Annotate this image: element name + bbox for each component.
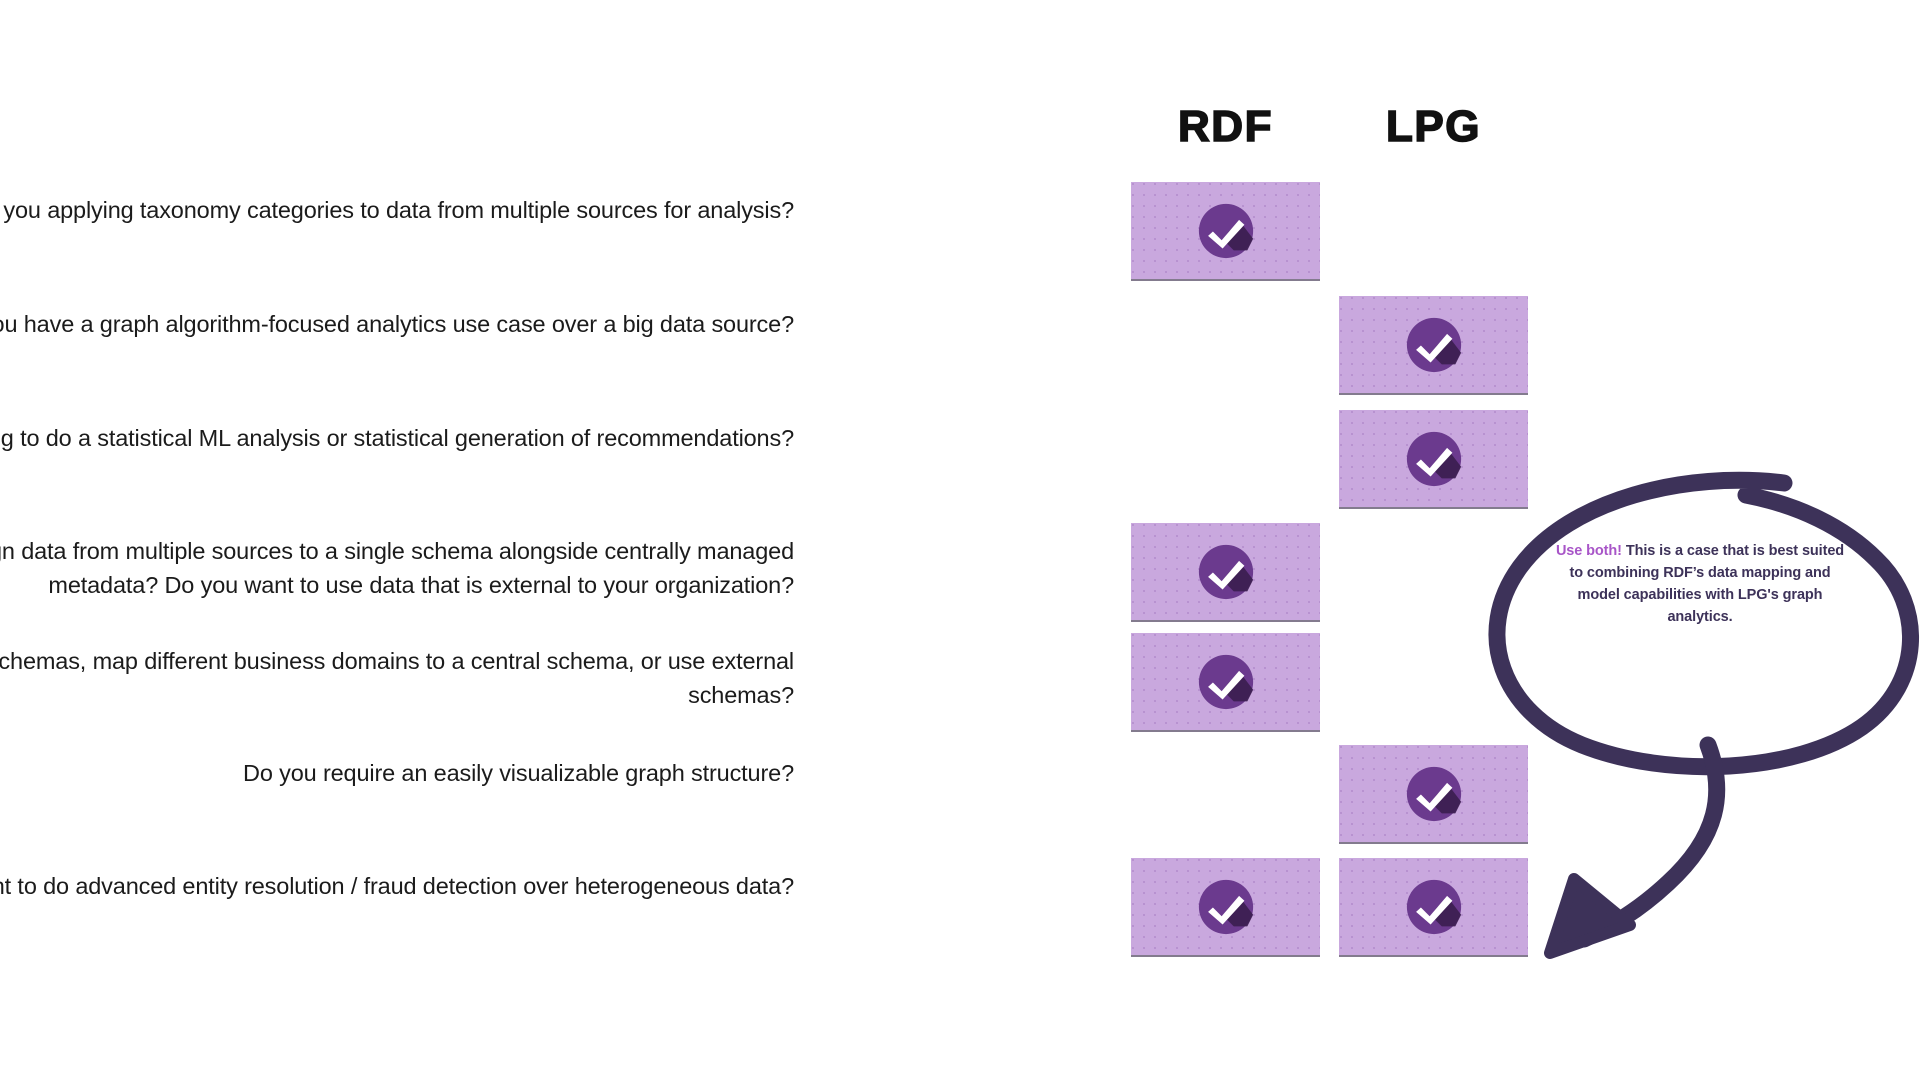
question-text: Do you want to do advanced entity resolu…: [0, 873, 794, 899]
check-cell-rdf: [1131, 633, 1320, 730]
check-circle-icon: [1195, 200, 1257, 262]
hand-drawn-circle-arrow-icon: [1488, 471, 1920, 959]
check-circle-icon: [1195, 541, 1257, 603]
callout-lead-text: Use both!: [1555, 543, 1622, 559]
check-cell-rdf: [1131, 858, 1320, 955]
check-circle-icon: [1195, 651, 1257, 713]
question-text: Are you trying to do a statistical ML an…: [0, 425, 794, 451]
check-cell-lpg: [1339, 745, 1528, 842]
use-both-callout: Use both! This is a case that is best su…: [1478, 455, 1920, 959]
check-circle-icon: [1403, 763, 1465, 825]
question-text: Are you applying taxonomy categories to …: [0, 197, 794, 223]
check-cell-lpg: [1339, 410, 1528, 507]
question-text: Do you want to reuse schemas, map differ…: [0, 648, 794, 709]
column-header-rdf: RDF: [1177, 102, 1273, 151]
check-cell-lpg: [1339, 858, 1528, 955]
check-circle-icon: [1195, 876, 1257, 938]
question-text: Do you require an easily visualizable gr…: [243, 760, 794, 786]
check-circle-icon: [1403, 428, 1465, 490]
check-cell-rdf: [1131, 182, 1320, 279]
callout-body-text: This is a case that is best suited to co…: [1569, 543, 1845, 626]
question-text: Do you have a graph algorithm-focused an…: [0, 311, 794, 337]
question-text: Do you want to align data from multiple …: [0, 538, 794, 599]
check-circle-icon: [1403, 314, 1465, 376]
check-circle-icon: [1403, 876, 1465, 938]
check-cell-rdf: [1131, 523, 1320, 620]
check-cell-lpg: [1339, 296, 1528, 393]
callout-text: Use both! This is a case that is best su…: [1550, 540, 1850, 628]
column-header-lpg: LPG: [1385, 102, 1481, 151]
